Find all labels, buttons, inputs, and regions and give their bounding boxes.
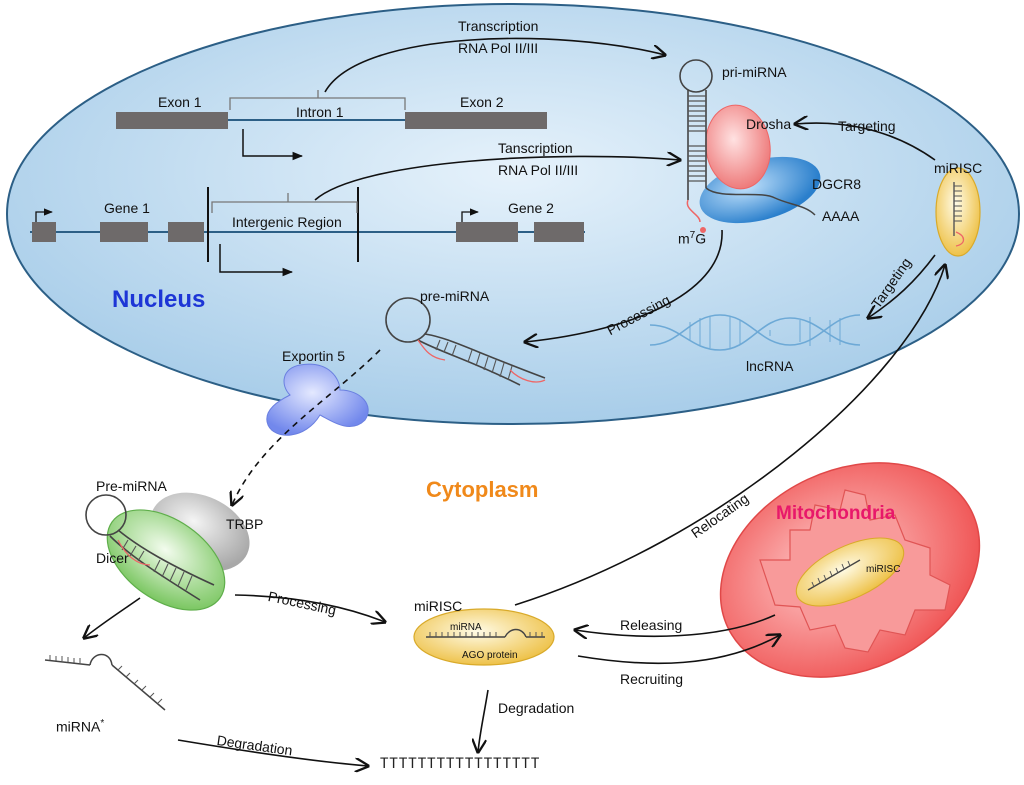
targeting-arrow-lncrna	[868, 254, 936, 318]
label-dgcr8: DGCR8	[812, 176, 862, 192]
label-mirisc-nucleus: miRISC	[934, 160, 983, 176]
label-m7g: m7G	[678, 230, 707, 247]
label-aaaa: AAAA	[822, 208, 860, 224]
mitochondria	[719, 462, 981, 678]
intergenic-gene	[30, 187, 585, 277]
label-nucleus: Nucleus	[112, 286, 206, 313]
label-lncrna: lncRNA	[746, 358, 794, 374]
label-recruiting: Recruiting	[620, 671, 684, 687]
lncrna-helix	[649, 314, 861, 351]
transcription-arrow-top	[324, 37, 665, 93]
dicer-to-mirna-star-arrow	[84, 597, 141, 638]
label-mirna-star: miRNA*	[56, 718, 105, 735]
label-degradation-right: Degradation	[498, 700, 575, 716]
degradation-arrow-left	[177, 739, 368, 766]
exportin5-protein	[266, 363, 369, 436]
degradation-arrow-right	[478, 689, 489, 752]
label-mirna-in-risc: miRNA	[450, 622, 482, 633]
label-exon1: Exon 1	[158, 94, 202, 110]
mirisc-nucleus	[935, 167, 981, 257]
recruiting-arrow	[577, 635, 780, 665]
label-pri-mirna: pri-miRNA	[722, 64, 787, 80]
processing-arrow-cyto	[234, 594, 385, 622]
label-exon2: Exon 2	[460, 94, 504, 110]
pre-mirna-nucleus	[385, 297, 546, 386]
degraded-mirna-fragments: TTTTTTTTTTTTTTTTT	[380, 756, 541, 772]
label-intron1: Intron 1	[296, 104, 344, 120]
label-trbp: TRBP	[226, 516, 264, 532]
intronic-gene	[116, 90, 547, 161]
label-rna-pol-mid: RNA Pol II/III	[498, 162, 579, 178]
label-ago-protein: AGO protein	[462, 650, 518, 661]
exon1-box	[116, 112, 228, 129]
dicer-protein	[106, 509, 226, 611]
mirisc-cytoplasm	[413, 608, 555, 666]
label-pre-mirna-nucleus: pre-miRNA	[420, 288, 490, 304]
transcription-arrow-mid	[314, 156, 680, 201]
label-transcription-mid: Tanscription	[498, 140, 573, 156]
pri-mirna-complex	[679, 59, 821, 233]
label-gene2: Gene 2	[508, 200, 554, 216]
label-intergenic: Intergenic Region	[232, 214, 342, 230]
label-transcription-top: Transcription	[458, 18, 539, 34]
label-dicer: Dicer	[96, 550, 129, 566]
label-targeting-top: Targeting	[838, 118, 896, 134]
exon2-box	[405, 112, 547, 129]
targeting-arrow-drosha	[795, 123, 936, 161]
label-gene1: Gene 1	[104, 200, 150, 216]
label-mitochondria: Mitochondria	[776, 503, 896, 524]
label-exportin5: Exportin 5	[282, 348, 346, 364]
label-mirisc-cyto: miRISC	[414, 598, 463, 614]
nucleus-membrane	[6, 3, 1020, 425]
label-drosha: Drosha	[746, 116, 792, 132]
dicer-complex	[85, 492, 250, 611]
label-cytoplasm: Cytoplasm	[426, 477, 539, 502]
releasing-arrow	[575, 614, 776, 636]
label-rna-pol-top: RNA Pol II/III	[458, 40, 539, 56]
label-releasing: Releasing	[620, 617, 683, 633]
label-mirisc-mito: miRISC	[866, 564, 901, 575]
label-pre-mirna-cyto: Pre-miRNA	[96, 478, 167, 494]
export-arrow	[232, 349, 381, 505]
relocating-arrow	[514, 265, 945, 606]
mirna-star	[44, 653, 166, 711]
processing-arrow-nucleus	[525, 229, 723, 342]
